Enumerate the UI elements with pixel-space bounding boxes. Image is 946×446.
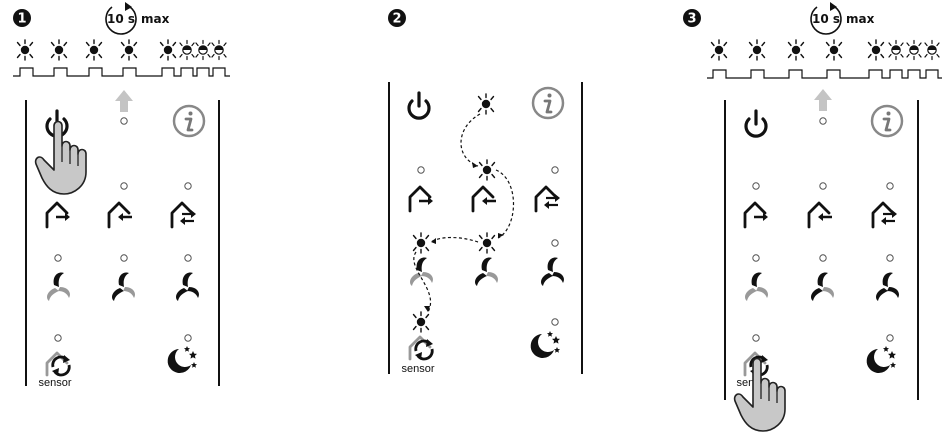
led-off-icon — [752, 334, 760, 342]
led-lit-icon — [412, 311, 430, 333]
blink-sequence — [13, 39, 230, 77]
led-lit-icon — [159, 39, 177, 61]
led-off-icon — [819, 182, 827, 190]
fan-level-2-icon[interactable] — [475, 257, 498, 286]
led-lit-icon — [50, 39, 68, 61]
led-lit-icon — [412, 232, 430, 254]
power-icon[interactable] — [407, 91, 431, 120]
fan-level-1-icon[interactable] — [410, 257, 433, 286]
led-half-icon — [906, 39, 922, 61]
fan-level-3-icon[interactable] — [541, 257, 564, 286]
supply-mode-icon[interactable] — [809, 203, 832, 227]
sensor-label: sensor — [401, 363, 434, 375]
led-off-icon — [184, 254, 192, 262]
led-lit-icon — [710, 39, 728, 61]
led-lit-icon — [748, 39, 766, 61]
timer-label: 10 s — [812, 12, 840, 26]
sequence-path — [413, 113, 515, 313]
led-lit-icon — [120, 39, 138, 61]
extract-mode-icon[interactable] — [410, 187, 433, 211]
led-off-icon — [551, 166, 559, 174]
led-lit-icon — [478, 159, 496, 181]
led-off-icon — [551, 239, 559, 247]
led-off-icon — [120, 254, 128, 262]
led-off-icon — [54, 254, 62, 262]
night-mode-icon[interactable] — [866, 346, 896, 373]
led-off-icon — [819, 254, 827, 262]
up-arrow-icon — [115, 90, 133, 112]
fan-level-2-icon[interactable] — [112, 272, 135, 301]
led-off-icon — [54, 334, 62, 342]
sensor-mode-icon[interactable] — [45, 351, 72, 378]
led-half-icon — [179, 39, 195, 61]
sensor-mode-icon[interactable] — [408, 335, 435, 362]
info-icon[interactable] — [172, 104, 206, 138]
led-off-icon — [819, 117, 827, 125]
sequence-arrowheads — [424, 162, 504, 312]
led-off-icon — [886, 334, 894, 342]
led-off-icon — [752, 254, 760, 262]
sensor-label: sensor — [38, 377, 71, 389]
info-icon[interactable] — [870, 104, 904, 138]
step-2-badge: 2 — [388, 9, 406, 27]
led-half-icon — [211, 39, 227, 61]
led-half-icon — [888, 39, 904, 61]
step-3-badge: 3 — [683, 9, 701, 27]
step-1-timer: 10 s max — [105, 1, 170, 35]
supply-mode-icon[interactable] — [109, 203, 132, 227]
fan-level-1-icon[interactable] — [47, 272, 70, 301]
extract-mode-icon[interactable] — [47, 203, 70, 227]
night-mode-icon[interactable] — [167, 346, 197, 373]
fan-level-2-icon[interactable] — [811, 272, 834, 301]
step-1-badge: 1 — [13, 9, 31, 27]
led-off-icon — [120, 117, 128, 125]
fan-level-1-icon[interactable] — [745, 272, 768, 301]
balanced-mode-icon[interactable] — [172, 203, 196, 227]
led-off-icon — [184, 182, 192, 190]
night-mode-icon[interactable] — [530, 331, 560, 358]
led-off-icon — [551, 318, 559, 326]
fan-level-3-icon[interactable] — [876, 272, 899, 301]
led-lit-icon — [867, 39, 885, 61]
step-number: 3 — [687, 12, 696, 27]
timer-max-label: max — [141, 12, 170, 26]
led-half-icon — [924, 39, 940, 61]
supply-mode-icon[interactable] — [473, 187, 496, 211]
power-icon[interactable] — [744, 109, 768, 138]
led-off-icon — [886, 254, 894, 262]
step-number: 2 — [392, 12, 401, 27]
step-3-timer: 10 s max — [810, 1, 875, 35]
pointing-hand-icon — [733, 357, 786, 432]
led-lit-icon — [85, 39, 103, 61]
up-arrow-icon — [814, 89, 832, 111]
step-number: 1 — [17, 12, 26, 27]
fan-level-3-icon[interactable] — [176, 272, 199, 301]
led-lit-icon — [477, 93, 495, 115]
led-lit-icon — [825, 39, 843, 61]
led-off-icon — [886, 182, 894, 190]
led-lit-icon — [16, 39, 34, 61]
pointing-hand-icon — [34, 120, 87, 195]
blink-sequence — [707, 39, 942, 79]
extract-mode-icon[interactable] — [745, 203, 768, 227]
info-icon[interactable] — [531, 86, 565, 120]
step-3-panel: 3 10 s max — [683, 1, 942, 432]
led-off-icon — [184, 334, 192, 342]
led-off-icon — [417, 166, 425, 174]
balanced-mode-icon[interactable] — [873, 203, 897, 227]
led-off-icon — [752, 182, 760, 190]
led-off-icon — [120, 182, 128, 190]
led-half-icon — [195, 39, 211, 61]
led-lit-icon — [478, 232, 496, 254]
step-1-panel: 1 10 s max — [13, 1, 230, 389]
timer-max-label: max — [846, 12, 875, 26]
balanced-mode-icon[interactable] — [536, 187, 560, 211]
timer-label: 10 s — [107, 12, 135, 26]
step-2-panel: 2 sensor — [388, 9, 583, 375]
led-lit-icon — [787, 39, 805, 61]
